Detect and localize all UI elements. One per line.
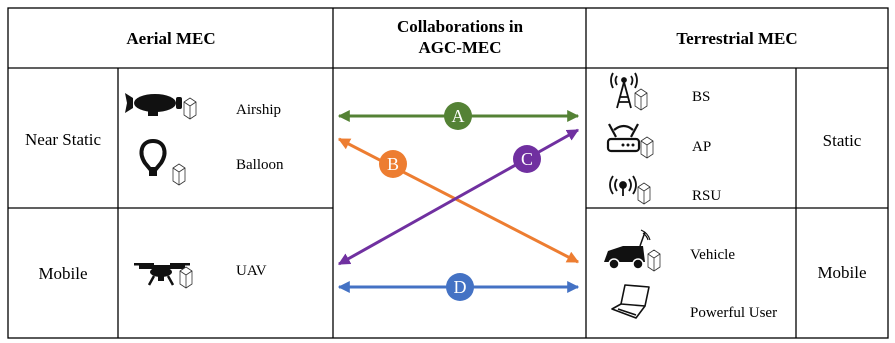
terrestrial-mec-header: Terrestrial MEC bbox=[676, 29, 797, 48]
airship-label: Airship bbox=[236, 102, 281, 118]
collaboration-links: A B C D bbox=[337, 102, 580, 301]
balloon-icon bbox=[139, 138, 167, 176]
static-label: Static bbox=[823, 131, 862, 150]
rsu-label: RSU bbox=[692, 188, 721, 204]
table-grid bbox=[7, 7, 889, 339]
link-c-badge bbox=[513, 145, 541, 173]
vehicle-icon bbox=[604, 229, 651, 270]
ap-label: AP bbox=[692, 139, 711, 155]
airship-icon bbox=[125, 93, 182, 116]
server-icon bbox=[637, 182, 651, 205]
server-icon bbox=[634, 88, 648, 111]
terrestrial-mobile-label: Mobile bbox=[817, 263, 866, 282]
near-static-label: Near Static bbox=[25, 130, 101, 149]
link-b-badge bbox=[379, 150, 407, 178]
bs-label: BS bbox=[692, 89, 710, 105]
powerful-user-label: Powerful User bbox=[690, 305, 777, 321]
uav-label: UAV bbox=[236, 263, 267, 279]
server-icon bbox=[647, 249, 661, 272]
access-point-icon bbox=[606, 123, 641, 153]
rsu-icon bbox=[609, 175, 637, 196]
server-icon bbox=[179, 266, 193, 289]
uav-icon bbox=[134, 263, 190, 286]
aerial-mec-header: Aerial MEC bbox=[126, 29, 215, 48]
base-station-icon bbox=[610, 72, 638, 109]
server-icon bbox=[183, 97, 197, 120]
link-c-label: C bbox=[521, 149, 533, 169]
laptop-icon bbox=[611, 284, 650, 319]
link-a-badge bbox=[444, 102, 472, 130]
link-d-badge bbox=[446, 273, 474, 301]
aerial-mobile-label: Mobile bbox=[38, 264, 87, 283]
vehicle-label: Vehicle bbox=[690, 247, 735, 263]
collaborations-header-line2: AGC-MEC bbox=[418, 38, 501, 57]
balloon-label: Balloon bbox=[236, 157, 284, 173]
link-a-label: A bbox=[452, 106, 465, 126]
server-icon bbox=[172, 163, 186, 186]
link-b-label: B bbox=[387, 154, 399, 174]
server-icon bbox=[640, 136, 654, 159]
collaborations-header-line1: Collaborations in bbox=[397, 17, 524, 36]
link-d-label: D bbox=[454, 277, 467, 297]
